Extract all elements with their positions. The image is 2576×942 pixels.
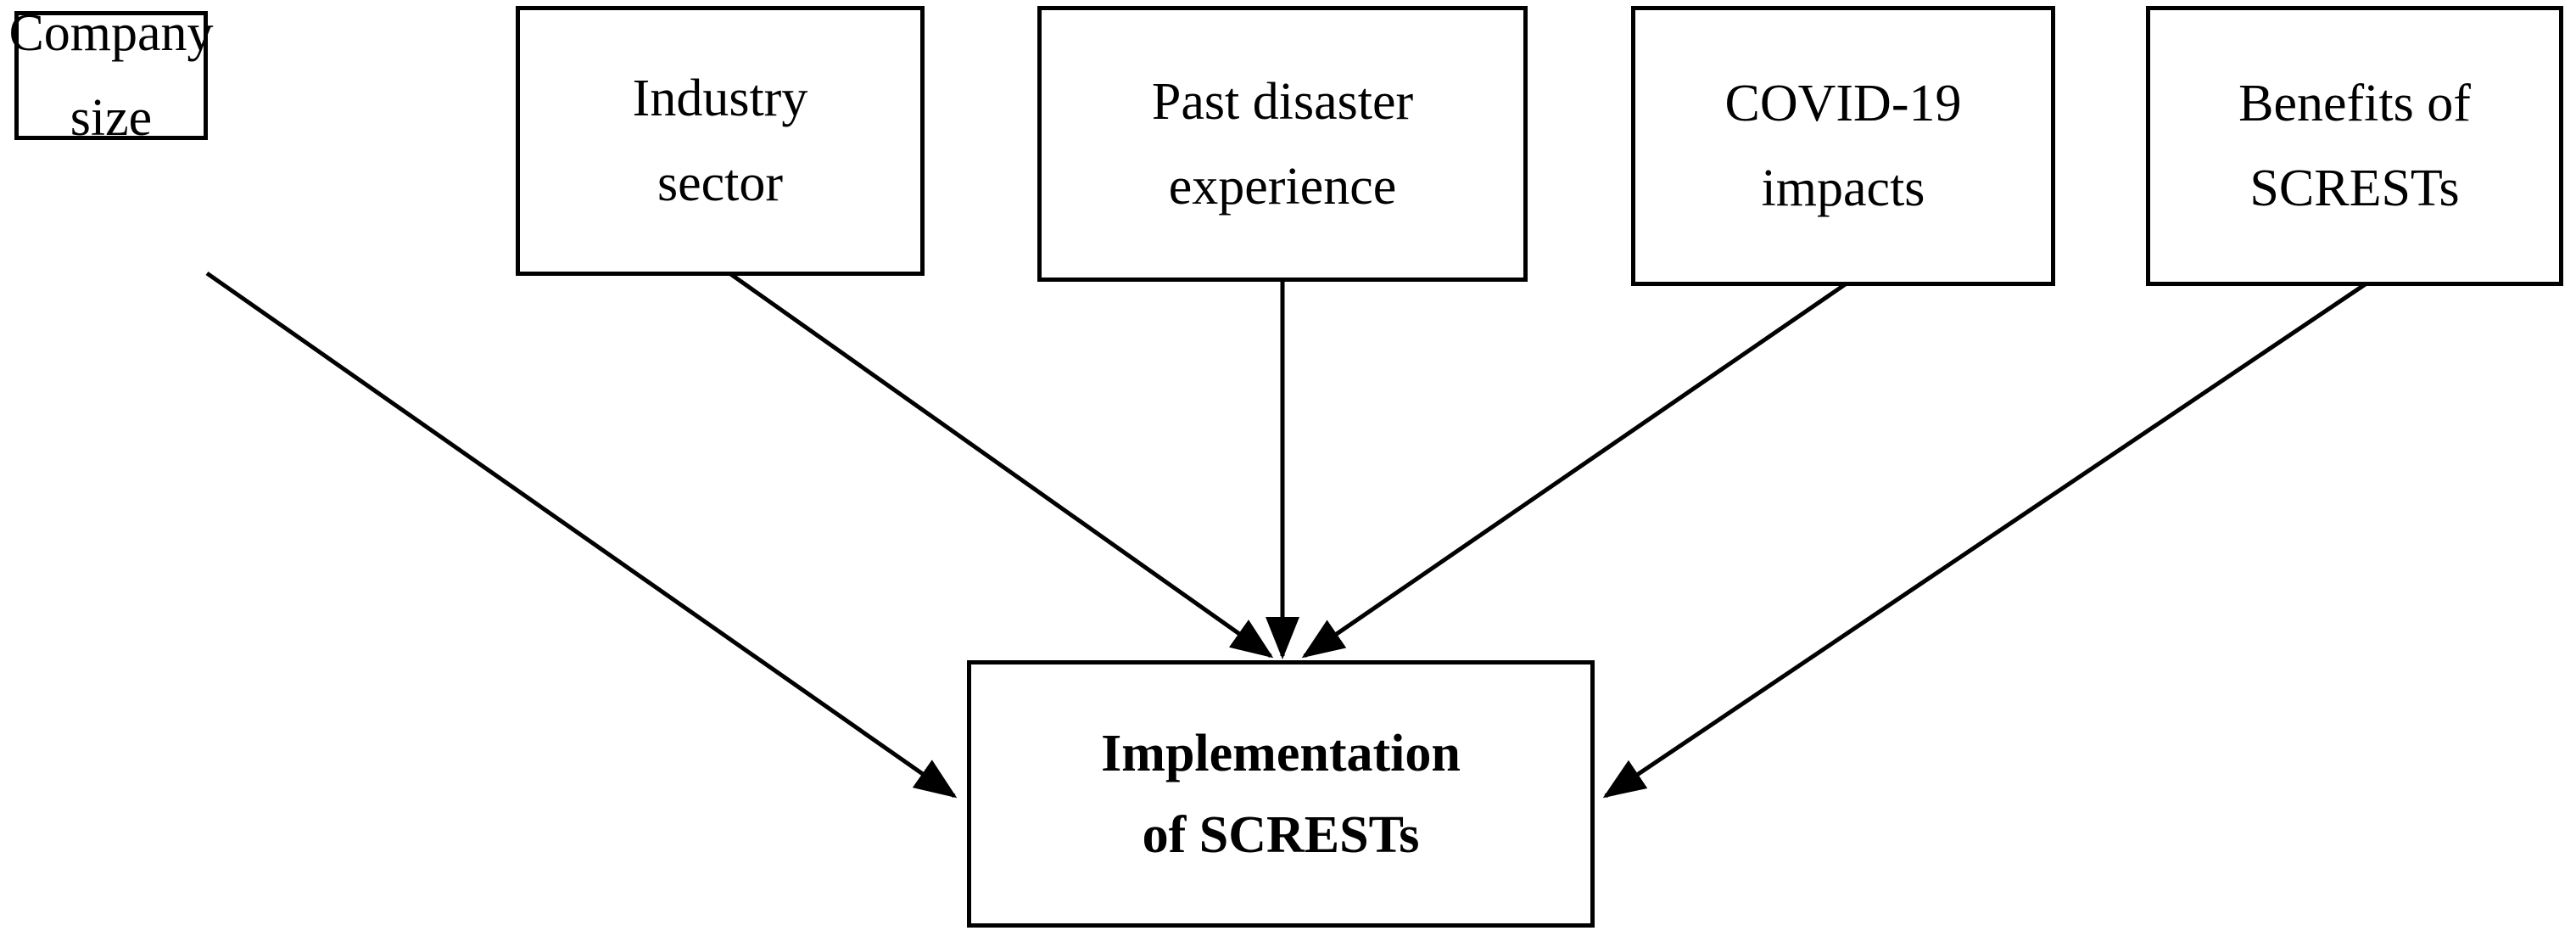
node-label-line-2: size <box>70 89 153 147</box>
node-industry-sector[interactable]: Industry sector <box>516 6 925 276</box>
edge-covid-19-impacts-to-implementation <box>1301 281 1848 659</box>
node-label-line-2: experience <box>1168 157 1397 216</box>
node-past-disaster-experience[interactable]: Past disaster experience <box>1037 6 1528 282</box>
node-label-line-2: impacts <box>1761 160 1925 217</box>
node-label-line-2: of SCRESTs <box>1142 805 1420 864</box>
edge-group <box>205 271 2368 799</box>
node-label-line-1: COVID-19 <box>1724 75 1962 132</box>
node-benefits-of-screts[interactable]: Benefits of SCRESTs <box>2146 6 2563 286</box>
node-label-line-1: Company <box>8 4 214 62</box>
node-covid-19-impacts[interactable]: COVID-19 impacts <box>1631 6 2055 286</box>
node-label-line-1: Benefits of <box>2238 75 2471 132</box>
node-label-line-1: Implementation <box>1101 724 1461 782</box>
node-label-line-1: Industry <box>632 70 808 127</box>
node-label-line-1: Past disaster <box>1151 72 1414 131</box>
edge-industry-sector-to-implementation <box>728 271 1274 659</box>
node-label-line-2: sector <box>657 154 784 212</box>
node-label-line-2: SCRESTs <box>2249 160 2460 217</box>
edge-benefits-of-screts-to-implementation <box>1602 281 2368 799</box>
node-company-size[interactable]: Company size <box>8 7 213 144</box>
edge-company-size-to-implementation <box>205 271 958 799</box>
node-implementation-of-screts[interactable]: Implementation of SCRESTs <box>967 660 1595 928</box>
